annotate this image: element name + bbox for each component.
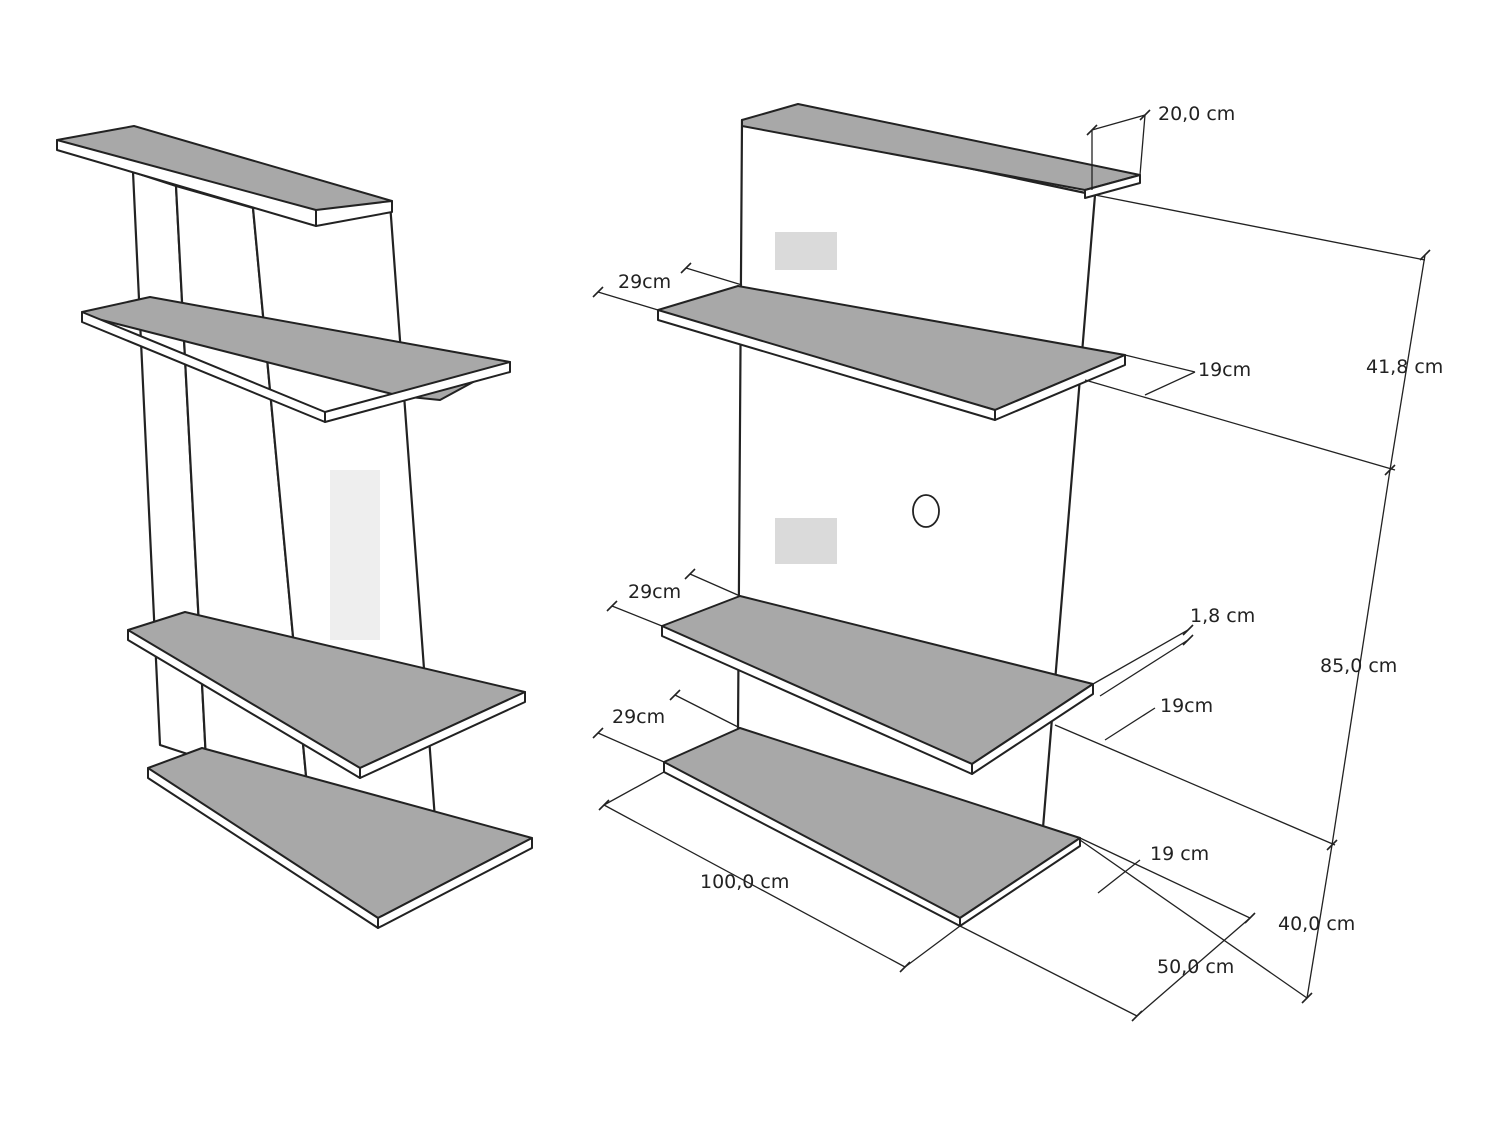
dim-shelf1-depth-b [1144,371,1196,396]
dim-shelf2-width-ext [689,573,741,597]
right-shelf-drawing: 20,0 cm 41,8 cm 29cm 19cm 29cm 1,8 cm 85… [592,103,1443,1022]
blurred-mark-top [775,232,837,270]
label-shelf1-width: 29cm [618,271,671,293]
label-shelf2-depth: 19cm [1160,695,1213,717]
dim-shelf1-width [597,291,659,311]
label-shelf1-depth: 19cm [1198,359,1251,381]
dim-width [603,804,906,968]
dim-shelf2-width [611,605,663,627]
label-top-depth: 20,0 cm [1158,103,1235,125]
dim-shelf3-ext [1079,837,1251,919]
dim-top-depth-ext2 [1139,114,1146,176]
label-thickness: 1,8 cm [1190,605,1255,627]
dim-thickness-b [1099,639,1189,697]
blurred-mark-bottom [775,518,837,564]
label-shelf2-width: 29cm [628,581,681,603]
dim-shelf2-depth [1104,707,1156,741]
panel-edge [389,202,441,889]
left-base-side [377,837,533,929]
dim-base-depth [959,925,1138,1017]
dim-base-depth-ext [1136,917,1251,1017]
dim-width-ext2 [904,925,961,968]
dim-top-depth-line [1091,114,1146,131]
label-base-depth: 50,0 cm [1157,956,1234,978]
right-base-side [959,837,1081,927]
dim-upper-ext2 [1084,379,1396,471]
dim-width-ext1 [603,771,665,806]
dim-shelf3-depth [1097,859,1141,894]
label-shelf3-depth: 19 cm [1150,843,1209,865]
dim-lower-height [1306,844,1333,999]
dim-total-height [1331,469,1391,846]
dim-thickness [1092,629,1189,685]
left-top-shelf-side [315,200,393,227]
dim-shelf3-width-ext [674,694,741,729]
dim-shelf3-width [597,732,665,763]
left-shelf-drawing [56,125,533,929]
dim-lower-ext [1079,839,1308,999]
label-lower-height: 40,0 cm [1278,913,1355,935]
cable-hole [912,494,940,528]
dim-total-ext [1054,724,1336,846]
dim-shelf1-depth [1124,354,1196,373]
label-shelf3-width: 29cm [612,706,665,728]
dim-upper-ext1 [1094,194,1426,261]
dim-shelf1-width-ext [685,267,743,286]
dim-upper-height [1389,254,1426,471]
right-shelf-2-side [971,683,1094,775]
dimension-ticks [592,109,1431,1022]
label-total-height: 85,0 cm [1320,655,1397,677]
panel-highlight [330,470,380,640]
right-top-shelf-edge [1084,174,1141,199]
left-shelf-1-side [324,361,511,423]
left-shelf-2-side [359,691,526,779]
label-upper-height: 41,8 cm [1366,356,1443,378]
right-shelf-1-side [994,354,1126,421]
label-width: 100,0 cm [700,871,789,893]
